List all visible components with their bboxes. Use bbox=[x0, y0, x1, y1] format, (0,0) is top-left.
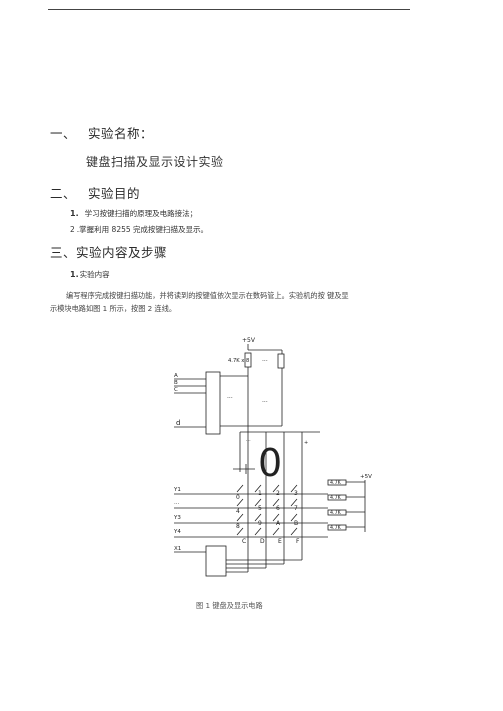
section-1-heading: 一、实验名称： bbox=[50, 123, 153, 142]
key-3: 3 bbox=[294, 490, 298, 497]
content-subheading-text: 实验内容 bbox=[79, 270, 110, 279]
figure-caption: 图 1 键盘及显示电路 bbox=[196, 601, 263, 610]
row-label-y2: ... bbox=[174, 500, 179, 506]
paragraph-line-1: 编写程序完成按键扫描功能，并将读到的按键值依次显示在数码管上。实验机的按 键及显 bbox=[66, 291, 349, 300]
top-supply-label: +5V bbox=[242, 337, 256, 344]
objective-item-2-number: 2 bbox=[70, 225, 75, 234]
input-a-label: A bbox=[174, 373, 178, 379]
content-subheading-number: 1. bbox=[70, 270, 79, 279]
objective-item-1-text: 学习按键扫描的原理及电路接法； bbox=[84, 209, 198, 218]
key-4: 4 bbox=[236, 508, 240, 515]
objective-item-2-text: .掌握利用 8255 完成按键扫描及显示。 bbox=[76, 225, 209, 234]
objective-item-2: 2.掌握利用 8255 完成按键扫描及显示。 bbox=[70, 224, 208, 235]
section-3-heading: 三、实验内容及步骤 bbox=[50, 245, 168, 260]
key-8: 8 bbox=[236, 523, 240, 530]
input-d-label: d bbox=[176, 419, 180, 427]
key-f: F bbox=[296, 538, 300, 545]
keyboard-display-circuit: +5V 4.7K x 8 ··· ··· A B C d ··· ··· 0 +… bbox=[173, 337, 372, 577]
seven-seg-digit: 0 bbox=[258, 441, 282, 485]
row-label-y4: Y4 bbox=[173, 529, 181, 535]
row-label-x1: X1 bbox=[174, 546, 181, 552]
key-d: D bbox=[260, 538, 265, 545]
decoder-ellipsis: ··· bbox=[227, 395, 233, 402]
key-5: 5 bbox=[258, 505, 262, 512]
key-a: A bbox=[276, 520, 281, 527]
key-7: 7 bbox=[294, 505, 298, 512]
key-c: C bbox=[242, 538, 246, 545]
section-1-number: 一、 bbox=[50, 126, 77, 141]
experiment-name: 键盘扫描及显示设计实验 bbox=[86, 155, 224, 169]
key-b: B bbox=[294, 520, 298, 527]
row-label-y3: Y3 bbox=[173, 515, 181, 521]
ellipsis-1: ··· bbox=[262, 358, 268, 365]
key-e: E bbox=[278, 538, 282, 545]
right-supply-label: +5V bbox=[360, 474, 372, 480]
section-1-title: 实验名称： bbox=[88, 126, 154, 141]
row-resistor-2: 4.7K bbox=[330, 495, 342, 501]
top-rule bbox=[48, 9, 410, 10]
content-subheading: 1.实验内容 bbox=[70, 269, 110, 280]
key-6: 6 bbox=[276, 505, 280, 512]
row-resistor-3: 4.7K bbox=[330, 510, 342, 516]
digit-ellipsis: ··· bbox=[246, 438, 251, 444]
input-b-label: B bbox=[174, 380, 178, 386]
resistor-array-label: 4.7K x 8 bbox=[228, 358, 249, 364]
key-0: 0 bbox=[236, 494, 240, 501]
row-resistor-4: 4.7K bbox=[330, 525, 342, 531]
plus-label: + bbox=[304, 440, 308, 446]
section-2-number: 二、 bbox=[50, 186, 77, 201]
ellipsis-2: ··· bbox=[262, 399, 268, 406]
row-resistor-1: 4.7K bbox=[330, 480, 342, 486]
objective-item-1: 1. 学习按键扫描的原理及电路接法； bbox=[70, 208, 197, 219]
row-label-y1: Y1 bbox=[173, 487, 181, 493]
content-paragraph: 编写程序完成按键扫描功能，并将读到的按键值依次显示在数码管上。实验机的按 键及显… bbox=[50, 290, 420, 315]
key-2: 2 bbox=[276, 490, 280, 497]
input-c-label: C bbox=[174, 387, 178, 393]
key-1: 1 bbox=[258, 490, 262, 497]
key-9: 9 bbox=[258, 520, 262, 527]
paragraph-line-2: 示模块电路如图 1 所示，按图 2 连线。 bbox=[50, 303, 177, 313]
section-2-title: 实验目的 bbox=[88, 186, 141, 201]
objective-item-1-number: 1. bbox=[70, 209, 79, 218]
section-2-heading: 二、实验目的 bbox=[50, 183, 140, 202]
